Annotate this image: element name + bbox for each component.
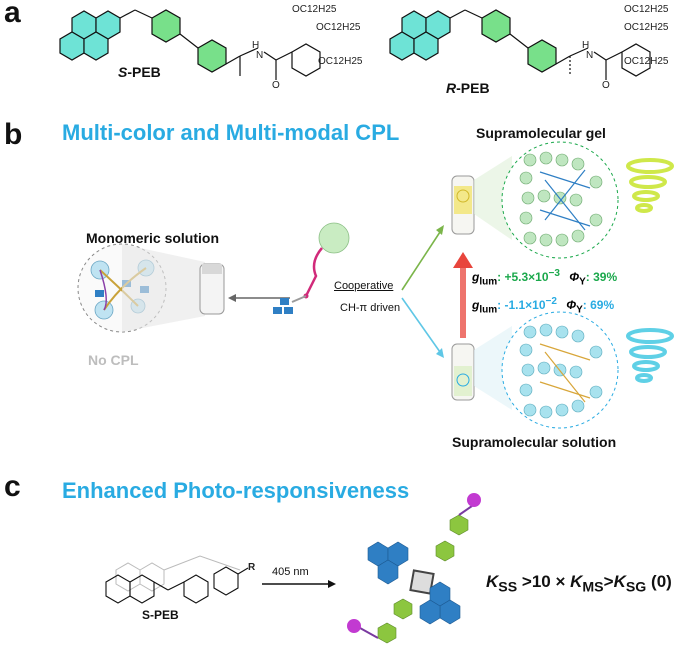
pyrene-left xyxy=(59,10,121,61)
solution-spiral-icon xyxy=(626,328,674,383)
product-green-rings xyxy=(377,514,469,644)
h-right: H xyxy=(582,40,590,51)
product-bottom-sphere xyxy=(347,619,361,633)
solution-helix-core xyxy=(539,343,591,403)
chain-left-3: OC12H25 xyxy=(318,56,363,67)
phenyl-left xyxy=(151,9,227,73)
pyrene-right xyxy=(389,10,451,61)
o-left: O xyxy=(272,80,280,91)
panel-letter-b: b xyxy=(4,118,23,151)
panel-c-title: Enhanced Photo-responsiveness xyxy=(62,478,410,503)
product-blue-pyrenes xyxy=(367,541,461,625)
gel-label: Supramolecular gel xyxy=(476,125,606,141)
panel-c-molecule-label: S-PEB xyxy=(142,608,179,622)
r-substituent-label: R xyxy=(248,562,256,573)
cyclobutane xyxy=(409,569,435,595)
solution-glum-value: glum: -1.1×10−2 ΦY: 69% xyxy=(472,296,615,316)
gel-glum-value: glum: +5.3×10−3 ΦY: 39% xyxy=(472,268,618,288)
arrow-to-solution xyxy=(401,297,441,353)
no-cpl-label: No CPL xyxy=(88,352,139,368)
arrow-label-ch-pi: CH-π driven xyxy=(340,302,401,314)
panel-letter-a: a xyxy=(4,0,21,29)
n-right: N xyxy=(586,50,594,61)
rate-constant-expression: KSS >10 × KMS>KSG (0) xyxy=(486,572,672,596)
gel-helix-core xyxy=(539,169,591,231)
panel-b-title: Multi-color and Multi-modal CPL xyxy=(62,120,400,145)
arrow-label-cooperative: Cooperative xyxy=(334,280,394,292)
chain-right-3: OC12H25 xyxy=(624,56,669,67)
r-peb-label: R-PEB xyxy=(446,80,490,96)
molecule-sphere xyxy=(318,222,350,254)
s-peb-label: S-PEB xyxy=(118,64,161,80)
arrow-to-gel xyxy=(401,231,441,291)
speb-molecule xyxy=(105,566,249,604)
chain-left-2: OC12H25 xyxy=(316,22,361,33)
red-transition-arrow xyxy=(460,266,466,338)
gel-spiral-icon xyxy=(626,158,674,213)
solution-label: Supramolecular solution xyxy=(452,434,617,450)
chain-right-1: OC12H25 xyxy=(624,4,669,15)
solution-helix-spheres xyxy=(519,323,603,419)
linker-left xyxy=(119,9,153,19)
chain-right-2: OC12H25 xyxy=(624,22,669,33)
chain-left-1: OC12H25 xyxy=(292,4,337,15)
molecule-pyrene xyxy=(273,298,293,314)
speb-overlay xyxy=(115,555,241,592)
o-right: O xyxy=(602,80,610,91)
h-left: H xyxy=(252,40,260,51)
panel-letter-c: c xyxy=(4,470,21,503)
n-left: N xyxy=(256,50,264,61)
wavelength-label: 405 nm xyxy=(272,566,309,578)
product-top-sphere xyxy=(467,493,481,507)
gel-helix-spheres xyxy=(519,151,603,247)
monomeric-label: Monomeric solution xyxy=(86,230,219,246)
